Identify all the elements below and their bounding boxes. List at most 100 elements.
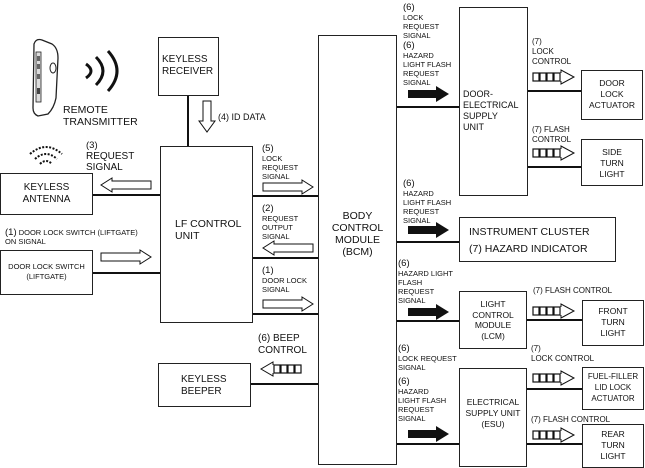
fuel-lock-control-label: (7) LOCK CONTROL — [531, 344, 595, 363]
esu-fuel-line — [527, 388, 582, 390]
beep-control-label: (6) BEEP CONTROL — [258, 333, 307, 356]
desu-label: DOOR- ELECTRICAL SUPPLY UNIT — [463, 89, 519, 132]
esu-rear-turn-line — [527, 443, 582, 445]
signal-number: (6) — [398, 258, 410, 269]
signal-text: DOOR LOCK SWITCH (LIFTGATE) ON SIGNAL — [5, 228, 138, 246]
desu-box — [459, 7, 528, 196]
door-lock-signal-1-label: (1) DOOR LOCK SIGNAL — [262, 265, 307, 294]
keyless-beeper-label: KEYLESS BEEPER — [181, 374, 227, 397]
lcm-hazard-request-label: (6) HAZARD LIGHT FLASH REQUEST SIGNAL — [398, 258, 453, 305]
bcm-lcm-line — [397, 320, 459, 322]
pulse-arrow-right-icon — [532, 427, 576, 443]
signal-text: HAZARD LIGHT FLASH REQUEST SIGNAL — [398, 387, 447, 423]
keyless-beeper-box — [158, 363, 251, 407]
solid-arrow-right-icon — [408, 304, 449, 320]
bcm-esu-line — [397, 443, 459, 445]
door-lock-actuator-label: DOOR LOCK ACTUATOR — [589, 78, 635, 110]
request-signal-3-label: (3) REQUEST SIGNAL — [86, 140, 134, 173]
keyless-receiver-box — [158, 37, 219, 96]
arrow-right-icon — [262, 296, 314, 312]
signal-number: (6) — [398, 376, 410, 387]
side-flash-control-label: (7) FLASH CONTROL — [532, 125, 572, 144]
keyless-antenna-label: KEYLESS ANTENNA — [22, 182, 71, 205]
signal-number: (5) — [262, 143, 274, 154]
door-lock-switch-box — [0, 250, 93, 295]
arrow-left-icon — [262, 240, 314, 256]
id-data-label: (4) ID DATA — [218, 112, 266, 122]
lf-bcm-line-3 — [253, 313, 318, 315]
lcm-front-turn-line — [527, 319, 582, 321]
keyless-antenna-box — [0, 173, 93, 215]
signal-number: (1) — [5, 227, 17, 238]
pulse-arrow-left-icon — [260, 361, 302, 377]
signal-number: (6) — [398, 343, 410, 354]
bcm-desu-line — [397, 106, 459, 108]
fuel-filler-lid-actuator-box — [582, 367, 644, 410]
signal-number: (3) — [86, 140, 98, 151]
antenna-waves-icon — [29, 146, 63, 165]
signal-text: LOCK REQUEST SIGNAL — [398, 354, 457, 372]
side-turn-light-box — [581, 139, 643, 186]
front-turn-light-label: FRONT TURN LIGHT — [598, 306, 628, 338]
instrument-cluster-label: INSTRUMENT CLUSTER — [469, 226, 590, 238]
door-lock-switch-line — [93, 272, 160, 274]
receiver-lf-line — [187, 96, 189, 146]
esu-hazard-request-label: (6) HAZARD LIGHT FLASH REQUEST SIGNAL — [398, 376, 446, 423]
door-lock-control-label: (7) LOCK CONTROL — [532, 37, 572, 66]
signal-text: REQUEST OUTPUT SIGNAL — [262, 214, 299, 241]
signal-text: HAZARD LIGHT FLASH REQUEST SIGNAL — [403, 51, 452, 87]
signal-number: (6) — [403, 2, 415, 13]
bcm-ic-line — [397, 241, 459, 243]
signal-number: (1) — [262, 265, 274, 276]
door-lock-actuator-box — [581, 70, 643, 120]
rear-turn-light-box — [582, 424, 644, 468]
signal-number: (6) — [403, 40, 415, 51]
lcm-box — [459, 291, 527, 349]
fuel-filler-lid-actuator-label: FUEL-FILLER LID LOCK ACTUATOR — [587, 372, 639, 403]
door-lock-switch-label: DOOR LOCK SWITCH (LIFTGATE) — [8, 262, 85, 281]
arrow-right-icon — [262, 179, 314, 195]
desu-door-lock-line — [528, 90, 581, 92]
solid-arrow-right-icon — [408, 86, 449, 102]
pulse-arrow-right-icon — [532, 145, 576, 161]
solid-arrow-right-icon — [408, 426, 449, 442]
arrow-right-icon — [100, 249, 152, 265]
arrow-down-icon — [198, 100, 216, 133]
lock-request-5-label: (5) LOCK REQUEST SIGNAL — [262, 143, 298, 181]
lcm-label: LIGHT CONTROL MODULE (LCM) — [472, 299, 514, 341]
beeper-line — [251, 383, 318, 385]
hazard-indicator-label: (7) HAZARD INDICATOR — [469, 243, 588, 255]
front-flash-control-label: (7) FLASH CONTROL — [533, 286, 613, 295]
signal-text: HAZARD LIGHT FLASH REQUEST SIGNAL — [403, 189, 452, 225]
rear-turn-light-label: REAR TURN LIGHT — [600, 429, 626, 461]
pulse-arrow-right-icon — [532, 69, 576, 85]
door-lock-switch-on-label: (1) DOOR LOCK SWITCH (LIFTGATE) ON SIGNA… — [5, 228, 138, 246]
esu-lock-request-label: (6) LOCK REQUEST SIGNAL — [398, 343, 457, 372]
signal-text: LOCK REQUEST SIGNAL — [403, 13, 440, 40]
lf-control-unit-label: LF CONTROL UNIT — [175, 218, 242, 242]
front-turn-light-box — [582, 300, 644, 346]
lf-bcm-line-1 — [253, 195, 318, 197]
antenna-line — [93, 194, 160, 196]
signal-text: HAZARD LIGHT FLASH REQUEST SIGNAL — [398, 269, 454, 305]
ic-hazard-request-label: (6) HAZARD LIGHT FLASH REQUEST SIGNAL — [403, 178, 451, 225]
radio-waves-icon — [85, 49, 119, 93]
bcm-label: BODY CONTROL MODULE (BCM) — [331, 210, 384, 258]
signal-text: DOOR LOCK SIGNAL — [262, 276, 308, 294]
esu-box — [459, 368, 527, 467]
desu-hazard-request-label: (6) HAZARD LIGHT FLASH REQUEST SIGNAL — [403, 40, 451, 87]
pulse-arrow-right-icon — [532, 370, 576, 386]
pulse-arrow-right-icon — [532, 303, 576, 319]
lf-bcm-line-2 — [253, 257, 318, 259]
desu-side-turn-line — [528, 166, 581, 168]
remote-transmitter-label: REMOTE TRANSMITTER — [63, 104, 138, 128]
instrument-cluster-box — [459, 217, 616, 262]
signal-number: (2) — [262, 203, 274, 214]
solid-arrow-right-icon — [408, 222, 449, 238]
rear-flash-control-label: (7) FLASH CONTROL — [531, 415, 611, 424]
desu-lock-request-label: (6) LOCK REQUEST SIGNAL — [403, 2, 439, 40]
esu-label: ELECTRICAL SUPPLY UNIT (ESU) — [465, 397, 521, 429]
signal-number: (6) — [403, 178, 415, 189]
keyless-receiver-label: KEYLESS RECEIVER — [162, 54, 214, 77]
